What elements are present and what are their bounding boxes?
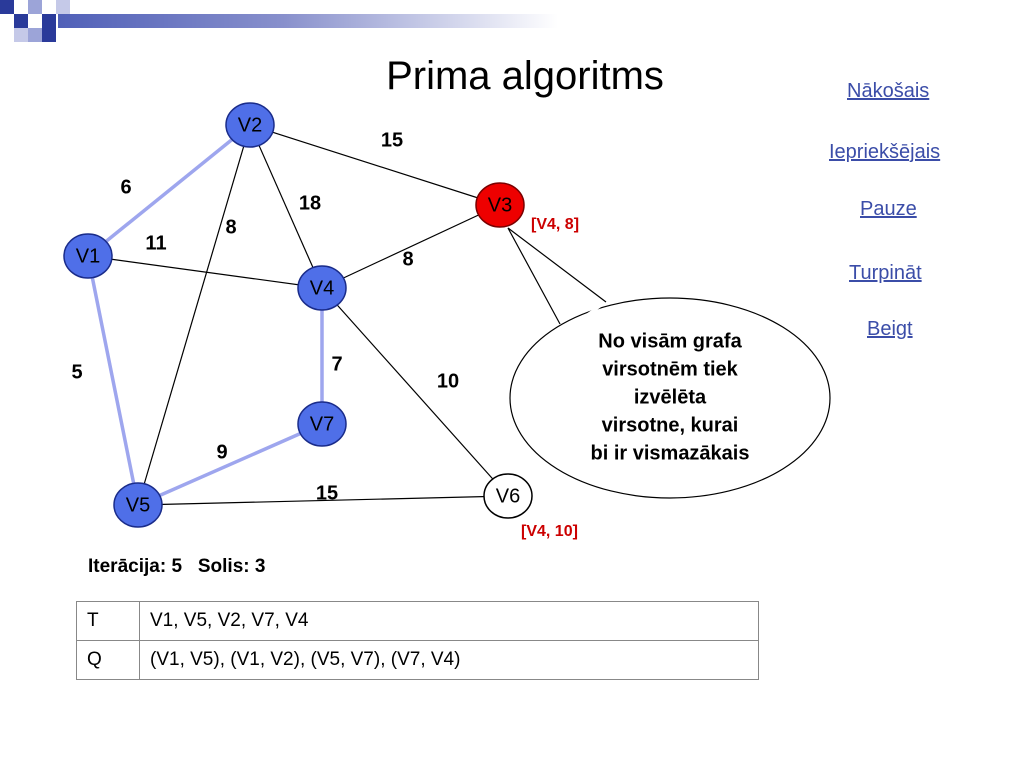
deco-square [28, 28, 42, 42]
deco-square [42, 14, 56, 28]
edge-weight-label: 5 [71, 361, 82, 383]
table-row: Q (V1, V5), (V1, V2), (V5, V7), (V7, V4) [76, 640, 759, 680]
node-v5 [113, 482, 163, 528]
deco-square [0, 0, 14, 14]
edge-weight-label: 8 [225, 216, 236, 238]
deco-square [14, 14, 28, 28]
edge-weight-label: 7 [331, 353, 342, 375]
step-label: Solis: [197, 556, 250, 577]
state-table: T V1, V5, V2, V7, V4 Q (V1, V5), (V1, V2… [76, 601, 759, 680]
deco-square [28, 0, 42, 14]
callout-bubble [509, 297, 831, 499]
iteration-status: Iterācija: 5 Solis: 3 [88, 556, 265, 578]
table-row: T V1, V5, V2, V7, V4 [76, 601, 759, 641]
node-v6 [483, 473, 533, 519]
node-v7 [297, 401, 347, 447]
end-link[interactable]: Beigt [867, 318, 913, 340]
deco-square [56, 0, 70, 14]
edge-weight-label: 18 [299, 192, 321, 214]
node-v1 [63, 233, 113, 279]
corner-decoration [0, 0, 558, 42]
callout-pointer [507, 227, 607, 325]
edge-v4-v6 [321, 287, 509, 497]
step-value: 3 [254, 556, 266, 577]
gradient-band [58, 14, 558, 28]
edge-v1-v2 [86, 123, 252, 258]
next-link[interactable]: Nākošais [847, 80, 930, 102]
node-label: V2 [238, 114, 262, 136]
node-annotation-v3: [V4, 8] [531, 216, 579, 233]
edge-v3-v4 [321, 204, 501, 289]
previous-link[interactable]: Iepriekšējais [829, 141, 941, 163]
node-v4 [297, 265, 347, 311]
edge-weight-label: 15 [381, 129, 403, 151]
node-annotation-v6: [V4, 10] [521, 523, 578, 540]
edge-v5-v6 [137, 495, 509, 506]
edge-weight-label: 11 [145, 232, 166, 254]
callout-text-line: virsotne, kurai [602, 414, 739, 436]
node-v2 [225, 102, 275, 148]
edge-weight-label: 9 [216, 441, 227, 463]
node-label: V3 [488, 194, 512, 216]
callout-text-line: bi ir vismazākais [591, 442, 750, 464]
edge-v2-v5 [137, 124, 251, 506]
node-label: V6 [496, 485, 520, 507]
edge-weight-label: 15 [316, 482, 338, 504]
edge-weight-label: 6 [120, 176, 131, 198]
edge-v2-v3 [249, 124, 501, 206]
callout-joint [565, 304, 601, 332]
deco-square [42, 28, 56, 42]
pause-link[interactable]: Pauze [860, 198, 917, 220]
node-label: V1 [76, 245, 100, 267]
table-value-cell: V1, V5, V2, V7, V4 [139, 601, 759, 641]
callout-text-line: virsotnēm tiek [602, 358, 738, 380]
edge-v1-v4 [87, 255, 323, 289]
node-label: V5 [126, 494, 150, 516]
edge-weight-label: 8 [402, 248, 413, 270]
callout-text-line: No visām grafa [598, 330, 742, 352]
continue-link[interactable]: Turpināt [849, 262, 922, 284]
node-label: V7 [310, 413, 334, 435]
edge-v2-v4 [249, 124, 323, 289]
page-title: Prima algoritms [386, 54, 664, 98]
edge-v5-v7 [137, 422, 323, 507]
table-key-cell: Q [76, 640, 140, 680]
callout-text-line: izvēlēta [634, 386, 707, 408]
iteration-value: 5 [171, 556, 183, 577]
node-v3 [475, 182, 525, 228]
edge-v1-v5 [86, 255, 140, 506]
table-key-cell: T [76, 601, 140, 641]
table-value-cell: (V1, V5), (V1, V2), (V5, V7), (V7, V4) [139, 640, 759, 680]
edge-weight-label: 10 [437, 370, 459, 392]
node-label: V4 [310, 277, 334, 299]
deco-square [14, 28, 28, 42]
iteration-label: Iterācija: [88, 556, 167, 577]
